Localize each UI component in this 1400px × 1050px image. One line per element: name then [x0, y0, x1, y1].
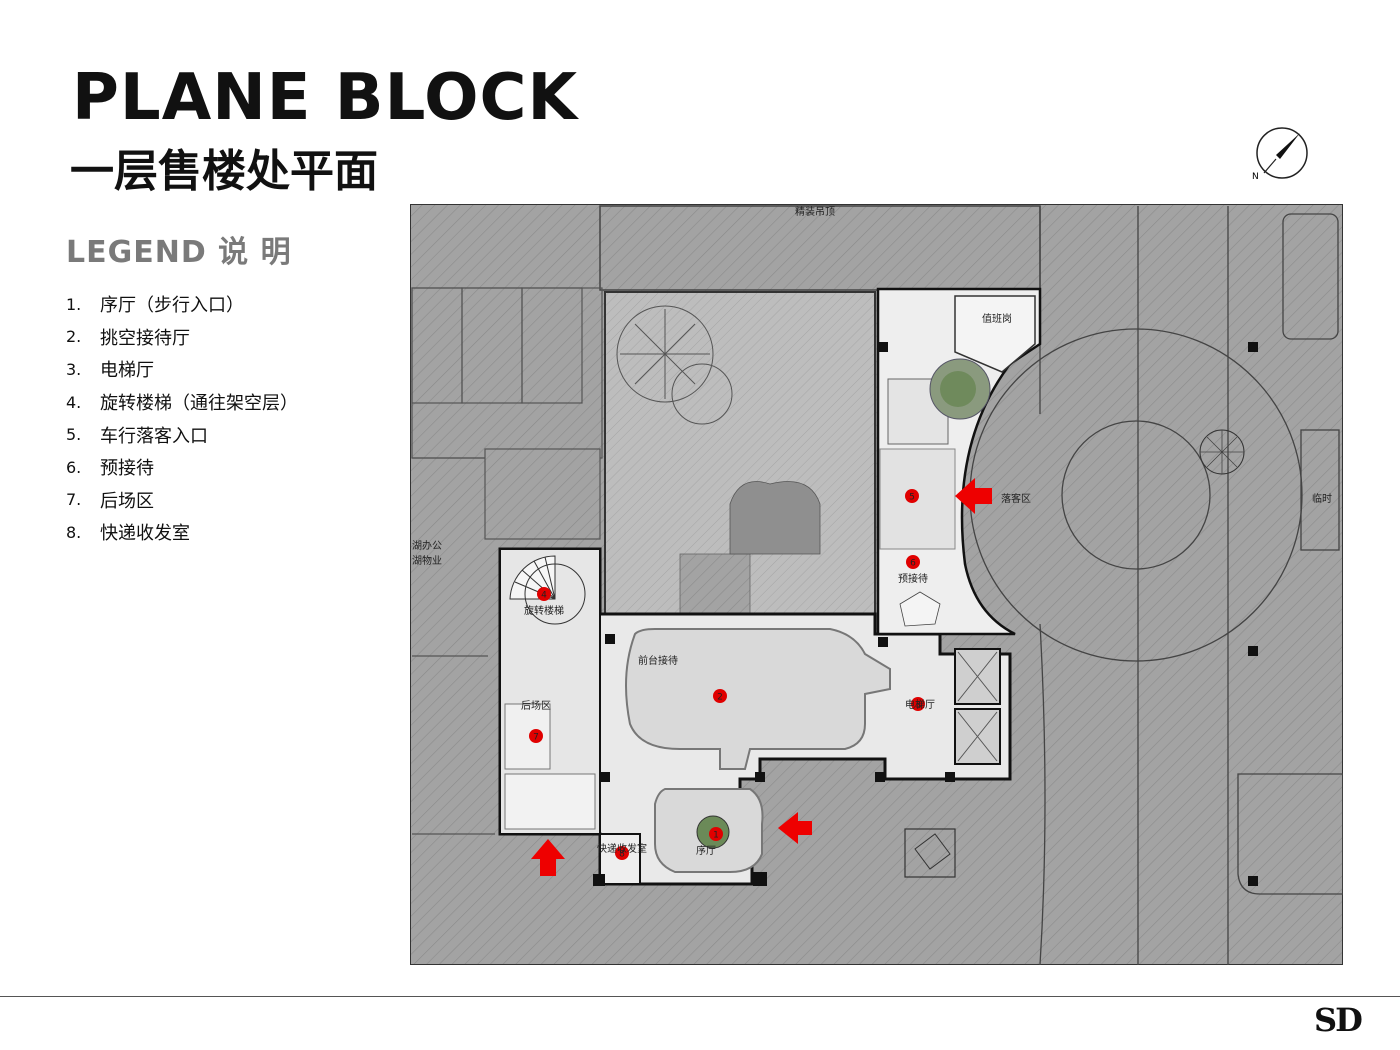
roundabout-tree-icon	[1199, 429, 1245, 475]
legend-item-number: 6.	[66, 457, 82, 477]
legend-list: 1. 序厅（步行入口） 2. 挑空接待厅 3. 电梯厅 4. 旋转楼梯（通往架空层） 5…	[66, 288, 298, 549]
backstage-label: 后场区	[521, 699, 551, 712]
footer-divider	[0, 996, 1400, 997]
marker-1: 1	[709, 827, 723, 841]
room-markers: 1 2 3 4 5 6 7 8	[529, 489, 925, 860]
marker-2: 2	[713, 689, 727, 703]
legend-item-number: 5.	[66, 425, 82, 445]
legend-item: 1. 序厅（步行入口）	[66, 288, 298, 321]
legend-heading: LEGEND 说 明	[66, 235, 292, 270]
legend-item-number: 3.	[66, 359, 82, 379]
duty-room-label: 值班岗	[982, 312, 1012, 325]
marker-6-label: 6	[910, 559, 916, 569]
courier-label: 快递收发室	[597, 842, 647, 855]
company-logo: SD	[1314, 1001, 1363, 1039]
legend-item: 8. 快递收发室	[66, 516, 298, 549]
svg-text:N: N	[1252, 172, 1259, 182]
dropoff-entrance-arrow-icon	[955, 478, 992, 514]
marker-2-label: 2	[717, 693, 723, 703]
sculpture-icon	[899, 591, 941, 627]
marker-8: 8	[615, 846, 629, 860]
legend-item-number: 7.	[66, 490, 82, 510]
reception-floor	[625, 628, 891, 770]
page-title: PLANE BLOCK	[72, 61, 579, 135]
marker-7: 7	[529, 729, 543, 743]
page-subtitle: 一层售楼处平面	[70, 146, 378, 197]
marker-4: 4	[537, 587, 551, 601]
temp-parking-label: 临时	[1312, 492, 1332, 505]
marker-4-label: 4	[541, 591, 547, 601]
marker-1-label: 1	[713, 831, 719, 841]
marker-5-label: 5	[909, 493, 915, 503]
columns	[593, 342, 1258, 886]
marker-6: 6	[906, 555, 920, 569]
courtyard-pool	[729, 481, 821, 555]
legend-item: 3. 电梯厅	[66, 353, 298, 386]
courtyard-deck	[679, 553, 751, 615]
dropoff-label: 落客区	[1001, 492, 1031, 505]
prereception-label: 预接待	[898, 572, 928, 585]
side-entrance-arrow-icon	[531, 839, 565, 876]
elevator-hall-label: 电梯厅	[905, 698, 935, 711]
legend-item: 6. 预接待	[66, 451, 298, 484]
marker-8-label: 8	[619, 850, 625, 860]
legend-item-number: 1.	[66, 294, 82, 314]
marker-3-label: 3	[915, 701, 921, 711]
floor-plan: 1 2 3 4 5 6 7 8 精装吊顶 值班岗 落客区 临时 湖办公 湖物业 …	[410, 204, 1343, 965]
entrance-arrows	[531, 478, 992, 876]
marker-7-label: 7	[533, 733, 539, 743]
stair-label: 旋转楼梯	[524, 604, 564, 617]
legend-item-label: 快递收发室	[100, 523, 190, 545]
ceiling-label: 精装吊顶	[795, 205, 835, 218]
courtyard-tree-icon	[616, 305, 733, 425]
legend-item-label: 后场区	[100, 490, 154, 512]
marker-3: 3	[911, 697, 925, 711]
office-label-2: 湖物业	[412, 554, 442, 567]
legend-item-number: 4.	[66, 392, 82, 412]
duty-room	[954, 295, 1036, 373]
legend-item-label: 电梯厅	[100, 360, 154, 382]
plaza-sign-icon	[904, 828, 956, 878]
ceiling-area	[599, 205, 1041, 291]
foyer-label: 序厅	[696, 844, 716, 857]
elevator-block	[954, 648, 1001, 765]
legend-item-label: 车行落客入口	[100, 425, 208, 447]
front-desk-label: 前台接待	[638, 654, 678, 667]
legend-item: 4. 旋转楼梯（通往架空层）	[66, 386, 298, 419]
legend-item-label: 旋转楼梯（通往架空层）	[100, 393, 298, 415]
legend-item-number: 8.	[66, 522, 82, 542]
legend-item: 5. 车行落客入口	[66, 418, 298, 451]
office-label-1: 湖办公	[412, 539, 442, 552]
legend-item: 7. 后场区	[66, 484, 298, 517]
legend-item-label: 预接待	[100, 458, 154, 480]
legend-item: 2. 挑空接待厅	[66, 321, 298, 354]
legend-item-number: 2.	[66, 327, 82, 347]
marker-5: 5	[905, 489, 919, 503]
legend-item-label: 挑空接待厅	[100, 327, 190, 349]
left-building	[411, 287, 603, 835]
legend-item-label: 序厅（步行入口）	[100, 295, 244, 317]
north-arrow-icon: N	[1252, 127, 1308, 182]
foyer-entrance-arrow-icon	[778, 812, 812, 844]
